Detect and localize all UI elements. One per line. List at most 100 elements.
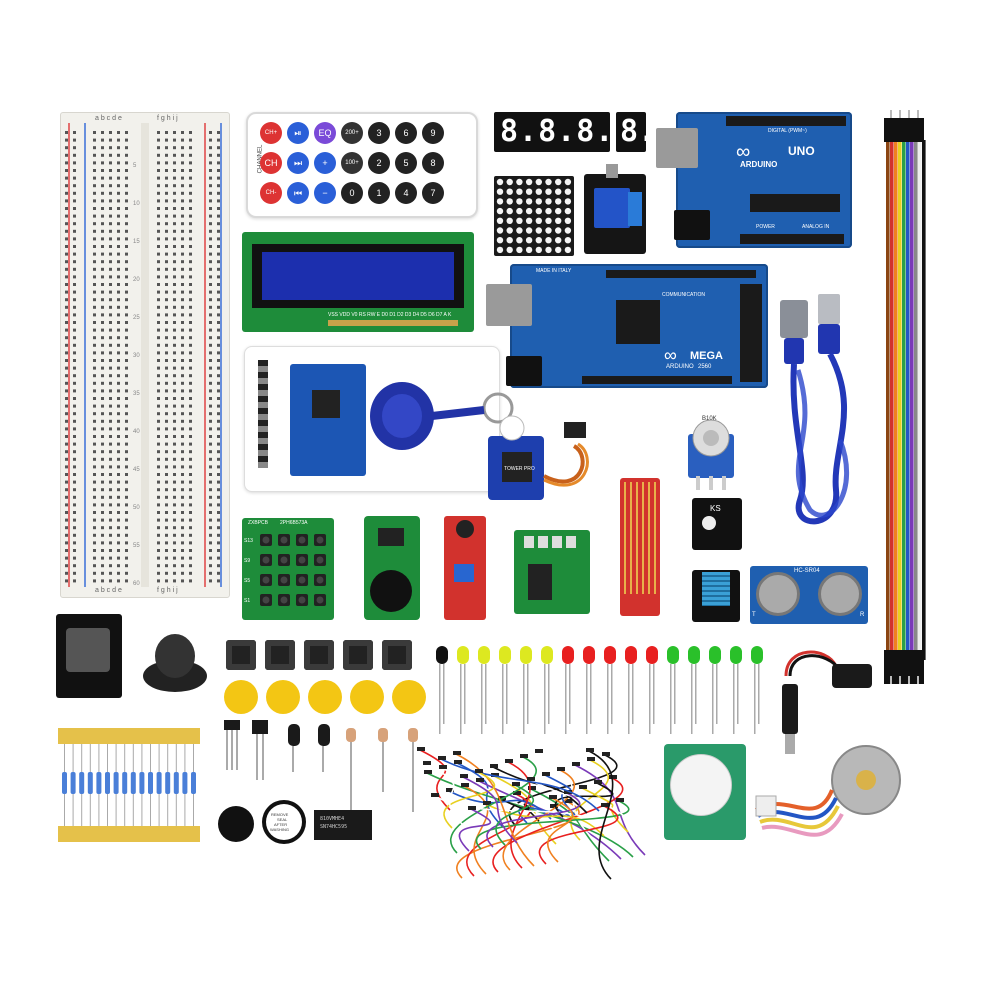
lcd-module: VSS VDD V0 RS RW E D0 D1 D2 D3 D4 D5 D6 … xyxy=(242,232,474,332)
breadboard-row-number: 5 xyxy=(133,163,137,169)
remote-button[interactable]: − xyxy=(314,182,336,204)
usb-cable xyxy=(780,294,850,525)
water-traces xyxy=(624,482,656,594)
ic-line1: 810VMHE4 xyxy=(320,816,345,822)
remote-button[interactable]: 9 xyxy=(422,122,444,144)
rfid-keyfob xyxy=(370,382,514,450)
svg-text:S13: S13 xyxy=(244,538,253,544)
push-button[interactable] xyxy=(265,640,295,670)
battery-clip xyxy=(784,650,872,688)
uno-label-power: POWER xyxy=(756,224,775,230)
remote-button[interactable]: ⏮ xyxy=(287,182,309,204)
remote-button[interactable]: 0 xyxy=(341,182,363,204)
mega-brand: ARDUINO xyxy=(666,364,694,370)
button-cap xyxy=(392,680,426,714)
ultrasonic-r: R xyxy=(860,612,865,618)
servo-motor xyxy=(488,415,589,500)
rtc-chip xyxy=(378,528,404,546)
breadboard-row-number: 45 xyxy=(133,467,140,473)
remote-button[interactable]: 2 xyxy=(368,152,390,174)
remote-button[interactable]: 8 xyxy=(422,152,444,174)
dc-plug xyxy=(782,684,798,754)
mega-header-bottom xyxy=(582,376,732,384)
stepper-chip xyxy=(528,564,552,600)
resistors xyxy=(62,744,196,826)
ultrasonic-sensor: HC-SR04 T R xyxy=(750,566,868,624)
ultrasonic-transducer-right xyxy=(818,572,862,616)
breadboard-row-number: 60 xyxy=(133,581,140,587)
ks-label: KS xyxy=(710,504,721,513)
buzzer-passive xyxy=(218,806,254,842)
rfid-chip xyxy=(312,390,340,418)
uno-header-top xyxy=(726,116,846,126)
ribbon-wires xyxy=(884,110,926,684)
remote-button[interactable]: 7 xyxy=(422,182,444,204)
servo-label: TOWER PRO xyxy=(504,466,535,472)
battery-icon xyxy=(370,570,412,612)
remote-button[interactable]: CH- xyxy=(260,182,282,204)
remote-button[interactable]: 5 xyxy=(395,152,417,174)
mega-usb-port xyxy=(486,284,532,326)
remote-button[interactable]: ⏭ xyxy=(287,152,309,174)
button-cap xyxy=(308,680,342,714)
breadboard-row-number: 10 xyxy=(133,201,140,207)
buzzer-sticker-line2: SEAL xyxy=(277,817,288,822)
remote-button[interactable]: 200+ xyxy=(341,122,363,144)
button-cap xyxy=(224,680,258,714)
buzzer-sticker-line3: AFTER xyxy=(274,822,288,827)
resistor-strip-bottom xyxy=(58,826,200,842)
ultrasonic-transducer-left xyxy=(756,572,800,616)
push-button[interactable] xyxy=(343,640,373,670)
uno-brand: ARDUINO xyxy=(740,160,778,169)
dht11-body xyxy=(702,572,730,606)
rtc-module xyxy=(364,516,420,620)
remote-button[interactable]: ⏯ xyxy=(287,122,309,144)
relay-module xyxy=(584,164,646,254)
uno-model: UNO xyxy=(788,144,815,158)
remote-button[interactable]: 100+ xyxy=(341,152,363,174)
lcd-header xyxy=(328,320,458,326)
joystick-cap xyxy=(143,634,207,692)
remote-button[interactable]: CH xyxy=(260,152,282,174)
sound-pot xyxy=(454,564,474,582)
remote-button[interactable]: 6 xyxy=(395,122,417,144)
rfid-header-pins xyxy=(258,360,268,468)
mega-made-in: MADE IN ITALY xyxy=(536,268,572,274)
keypad-brand: ZXBPCB xyxy=(248,520,269,526)
relay-terminal xyxy=(628,192,642,226)
breadboard-row-number: 40 xyxy=(133,429,140,435)
potentiometer xyxy=(688,419,734,490)
buzzer-sticker xyxy=(266,804,302,840)
mic-icon xyxy=(456,520,474,538)
remote-button[interactable]: 3 xyxy=(368,122,390,144)
push-button[interactable] xyxy=(226,640,256,670)
infinity-logo-icon: ∞ xyxy=(736,141,751,163)
push-button[interactable] xyxy=(382,640,412,670)
mega-model: MEGA xyxy=(690,350,723,362)
arduino-uno: ARDUINO UNO DIGITAL (PWM~) POWER ANALOG … xyxy=(656,112,852,248)
ultrasonic-label: HC-SR04 xyxy=(794,568,820,574)
push-button[interactable] xyxy=(304,640,334,670)
pir-dome xyxy=(670,754,732,816)
water-sensor xyxy=(620,478,660,616)
ic-chip: 810VMHE4 SN74HC595 xyxy=(314,810,372,840)
breadboard-col-letters-top-left: a b c d e xyxy=(95,115,122,122)
buzzer-sticker-line4: WASHING xyxy=(270,827,289,832)
pir-sensor xyxy=(664,744,746,840)
button-cap xyxy=(350,680,384,714)
joystick-base xyxy=(66,628,110,672)
sound-sensor xyxy=(444,516,486,620)
uno-power-jack xyxy=(674,210,710,240)
remote-button[interactable]: 1 xyxy=(368,182,390,204)
remote-button[interactable]: 4 xyxy=(395,182,417,204)
mega-power-jack xyxy=(506,356,542,386)
breadboard-row-number: 30 xyxy=(133,353,140,359)
stepper-driver xyxy=(514,530,590,614)
remote-button[interactable]: EQ xyxy=(314,122,336,144)
remote-button[interactable]: + xyxy=(314,152,336,174)
remote-button[interactable]: CH+ xyxy=(260,122,282,144)
rfid-reader xyxy=(290,364,366,476)
svg-text:S1: S1 xyxy=(244,598,250,604)
uno-header-bottom xyxy=(740,234,844,244)
relay-pins xyxy=(606,164,618,178)
